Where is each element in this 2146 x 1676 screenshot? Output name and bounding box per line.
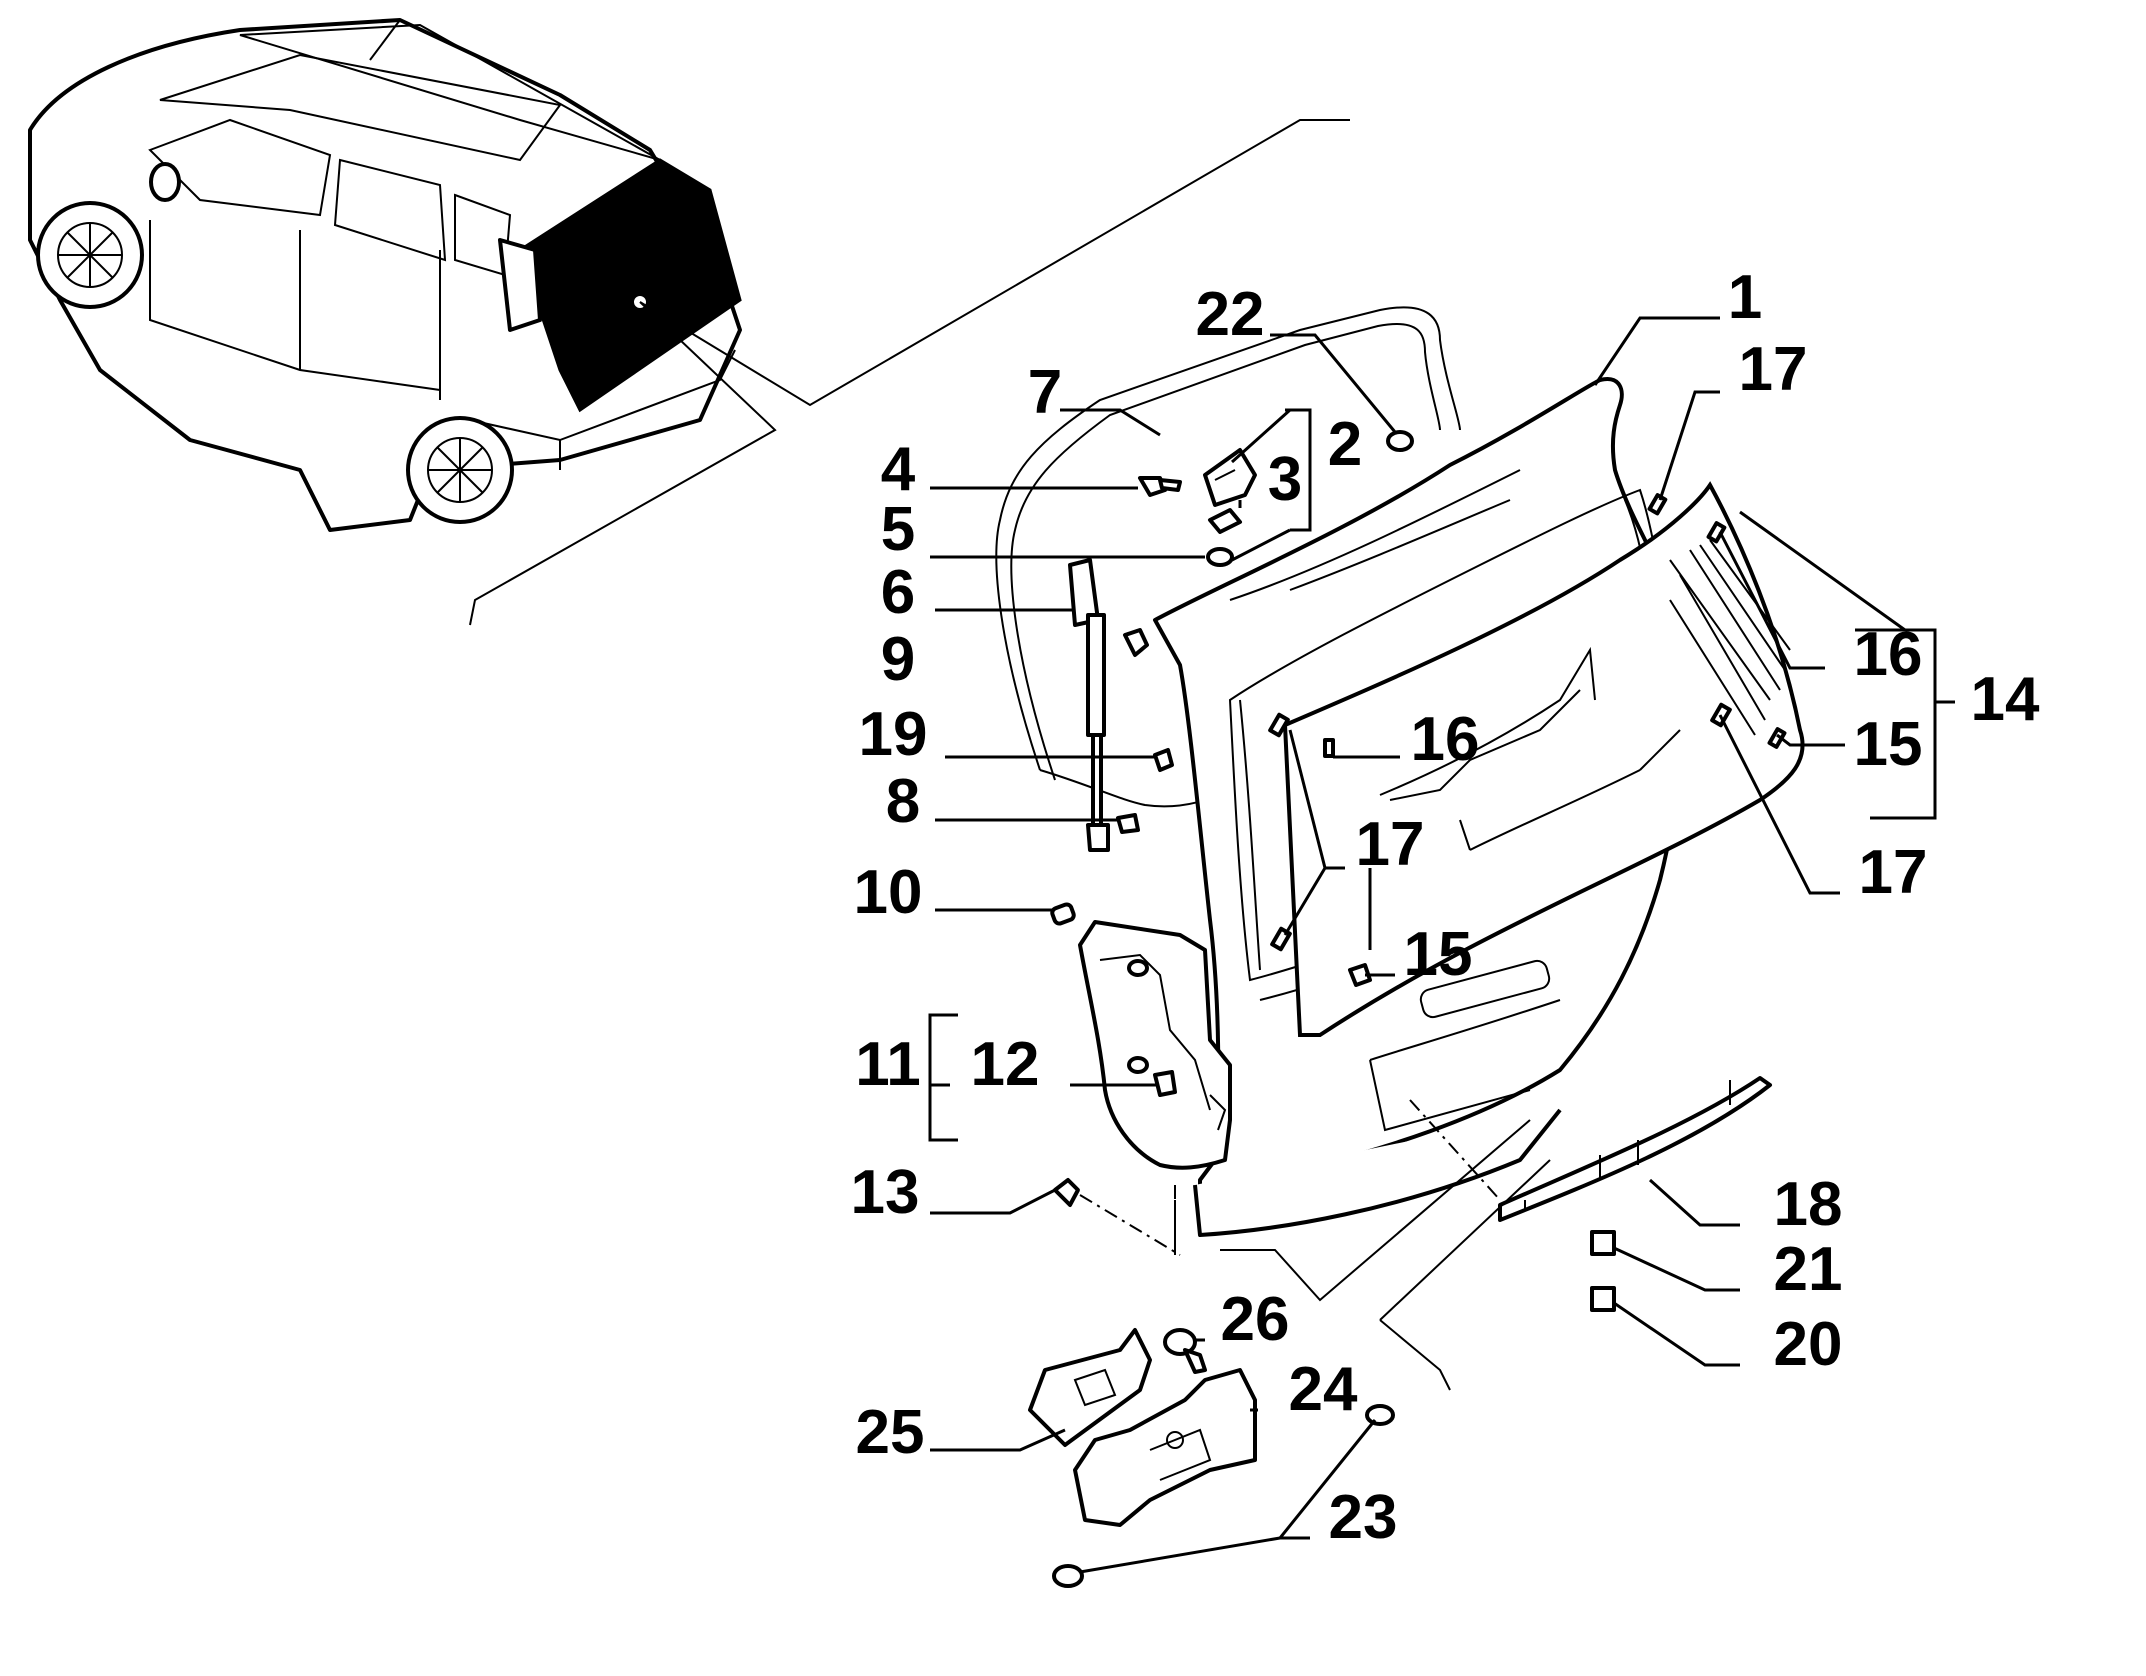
callout-10: 10	[854, 858, 923, 927]
callout-1: 1	[1728, 263, 1762, 332]
callout-20: 20	[1774, 1310, 1843, 1379]
part-11-trim-panel	[1078, 920, 1232, 1170]
callout-17-right: 17	[1859, 838, 1928, 907]
callout-17-middle: 17	[1356, 810, 1425, 879]
part-18-spoiler	[1498, 1076, 1772, 1222]
callout-7: 7	[1028, 358, 1062, 427]
part-23-grommet-upper	[1365, 1404, 1395, 1426]
callout-2: 2	[1328, 410, 1362, 479]
callout-12: 12	[971, 1030, 1040, 1099]
callout-18: 18	[1774, 1170, 1843, 1239]
part-20-pad	[1590, 1286, 1616, 1312]
callout-8: 8	[886, 767, 920, 836]
part-13-clip	[1053, 1178, 1080, 1207]
part-26-bolt	[1163, 1328, 1207, 1374]
callout-16-middle: 16	[1411, 705, 1480, 774]
reference-lines	[1079, 1099, 1551, 1391]
part-3-washer	[1208, 508, 1242, 534]
part-5-grommet	[1206, 547, 1234, 567]
part-10-bump-stop	[1050, 902, 1076, 926]
callout-17-top: 17	[1739, 335, 1808, 404]
callout-3: 3	[1268, 445, 1302, 514]
part-8-bolt	[1116, 813, 1140, 834]
callout-22: 22	[1196, 280, 1265, 349]
callout-4: 4	[881, 435, 916, 504]
callout-9: 9	[881, 625, 915, 694]
callout-5: 5	[881, 495, 915, 564]
glass-spacers	[1268, 493, 1787, 987]
rear-window-highlight	[518, 158, 742, 413]
part-6-9-gas-strut	[1068, 558, 1110, 852]
part-23-grommet-lower	[1052, 1564, 1084, 1588]
part-19-buffer	[1153, 748, 1174, 772]
part-25-latch-bracket	[1028, 1328, 1152, 1447]
part-4-bolt	[1138, 476, 1182, 497]
part-22-plug	[1386, 430, 1414, 452]
callout-11: 11	[855, 1030, 921, 1099]
callout-6: 6	[881, 558, 915, 627]
rear-glass	[1282, 481, 1805, 1037]
car-overview-illustration	[28, 18, 742, 532]
part-2-hinge	[1203, 448, 1257, 507]
callout-15-right: 15	[1854, 710, 1923, 779]
leader-lines	[928, 316, 1955, 1574]
callout-labels: 1 2 3 4 5 6 7 8 9 10 11 12 13 14 15 15 1…	[851, 263, 2040, 1552]
part-12-clip	[1153, 1070, 1177, 1097]
callout-25: 25	[856, 1398, 925, 1467]
callout-26: 26	[1221, 1285, 1290, 1354]
callout-24: 24	[1289, 1355, 1358, 1424]
callout-21: 21	[1774, 1235, 1843, 1304]
part-21-pad	[1590, 1230, 1616, 1256]
callout-19: 19	[859, 700, 928, 769]
tailgate-seal	[995, 306, 1461, 771]
callout-14: 14	[1971, 665, 2040, 734]
zoom-projection-lines	[469, 119, 1350, 626]
part-9-bolt	[1123, 628, 1149, 657]
callout-15-middle: 15	[1404, 920, 1473, 989]
callout-23: 23	[1329, 1483, 1398, 1552]
callout-16-right: 16	[1854, 620, 1923, 689]
part-24-cover	[1073, 1368, 1257, 1527]
callout-13: 13	[851, 1158, 920, 1227]
